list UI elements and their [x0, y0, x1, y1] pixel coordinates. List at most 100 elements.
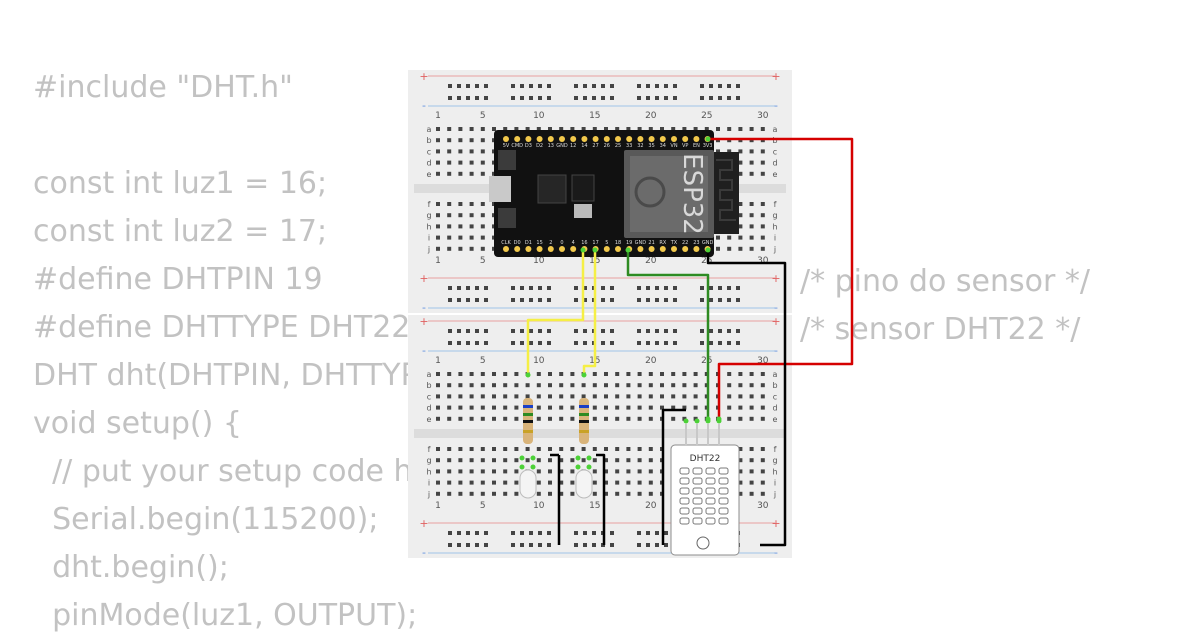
breadboard-hole [436, 202, 440, 206]
breadboard-hole [447, 246, 452, 251]
row-letter: b [772, 136, 777, 145]
breadboard-hole [570, 447, 575, 451]
rail-hole [466, 84, 470, 88]
breadboard-hole [738, 447, 743, 451]
dht22-grille [718, 497, 729, 505]
breadboard-hole [727, 246, 732, 251]
pin-label: D2 [536, 143, 543, 149]
header-pin [671, 136, 677, 142]
wires[interactable] [525, 136, 854, 547]
breadboard-hole [514, 469, 519, 474]
dht22-grille [679, 497, 690, 505]
rail-hole [610, 341, 614, 345]
row-letter: c [427, 147, 431, 156]
breadboard-hole [660, 394, 664, 399]
rail-hole [511, 298, 515, 302]
breadboard-hole [592, 469, 597, 474]
breadboard-hole [492, 394, 496, 399]
breadboard-hole [760, 372, 765, 376]
breadboard-hole [738, 213, 743, 218]
column-number: 1 [435, 356, 441, 366]
dht22-pin [696, 424, 698, 446]
breadboard-hole [749, 372, 754, 376]
breadboard-hole [436, 405, 440, 410]
breadboard-hole [581, 458, 586, 463]
rail-hole [574, 84, 578, 88]
breadboard-hole [749, 202, 754, 206]
breadboard-hole [469, 138, 474, 143]
breadboard-hole [648, 394, 653, 399]
wire-power [708, 137, 854, 419]
rail-hole [529, 531, 533, 535]
pin-label: CMD [511, 143, 523, 149]
rail-hole [583, 298, 587, 302]
breadboard-hole [469, 372, 474, 376]
rail-hole [538, 329, 542, 333]
rail-minus-label: - [774, 344, 778, 357]
row-letter: i [428, 234, 430, 243]
rail-hole [583, 329, 587, 333]
rail-hole [538, 96, 542, 100]
rail-hole [700, 341, 704, 345]
rail-hole [637, 84, 641, 88]
rail-hole [448, 543, 452, 547]
row-letter: e [427, 415, 432, 424]
breadboard-hole [626, 491, 631, 496]
breadboard-hole [581, 383, 586, 388]
dht22-grille [718, 487, 729, 495]
breadboard-hole [447, 372, 452, 376]
rail-hole [520, 96, 524, 100]
components[interactable]: DHT22 [519, 398, 740, 556]
rail-hole [484, 298, 488, 302]
pin-label: 35 [648, 143, 654, 149]
breadboard-hole [480, 491, 485, 496]
breadboard-hole [480, 480, 485, 485]
rail-plus-label: + [771, 272, 780, 285]
breadboard-hole [458, 235, 463, 240]
breadboard-hole [727, 235, 732, 240]
rail-hole [610, 329, 614, 333]
header-pin [659, 246, 666, 252]
breadboard-hole [648, 383, 653, 388]
breadboard-hole [716, 127, 720, 131]
rail-hole [592, 84, 596, 88]
breadboard-hole [514, 491, 519, 496]
breadboard-hole [626, 469, 631, 474]
dht22-pin [685, 424, 687, 446]
breadboard-hole [682, 372, 687, 376]
row-letter: d [426, 404, 431, 413]
header-pin [525, 246, 532, 252]
row-letter: f [774, 200, 777, 209]
breadboard-hole [637, 416, 642, 421]
rail-hole [601, 286, 605, 290]
rail-hole [655, 341, 659, 345]
esp32-board[interactable]: ESP325VCLKCMDD0D3D1D215132GND01241416271… [489, 130, 739, 257]
antenna-trace [716, 159, 736, 221]
regulator-chip [571, 174, 595, 202]
breadboard-hole [436, 160, 440, 165]
column-number: 20 [645, 501, 657, 511]
breadboard-hole [637, 405, 642, 410]
wire-ground-dht-pin [661, 408, 686, 545]
breadboard-hole [548, 447, 552, 451]
breadboard-hole [559, 372, 564, 376]
pin-label: 33 [626, 143, 632, 149]
rail-hole [529, 298, 533, 302]
breadboard-hole [514, 372, 519, 376]
breadboard-hole [458, 138, 463, 143]
breadboard-hole [760, 394, 765, 399]
breadboard-hole [592, 127, 597, 131]
rail-hole [547, 543, 551, 547]
pin-label: 17 [592, 240, 598, 246]
dht22-grille [718, 507, 729, 515]
dht22-mount-hole [696, 536, 710, 550]
header-pin [626, 136, 633, 142]
rail-hole [610, 286, 614, 290]
pin-label: CLK [501, 240, 511, 246]
breadboard-hole [570, 383, 575, 388]
breadboard-hole [592, 416, 597, 421]
breadboard-hole [749, 480, 754, 485]
rail-hole [736, 341, 740, 345]
wire-endpoint [580, 247, 586, 253]
breadboard-hole [671, 127, 676, 131]
